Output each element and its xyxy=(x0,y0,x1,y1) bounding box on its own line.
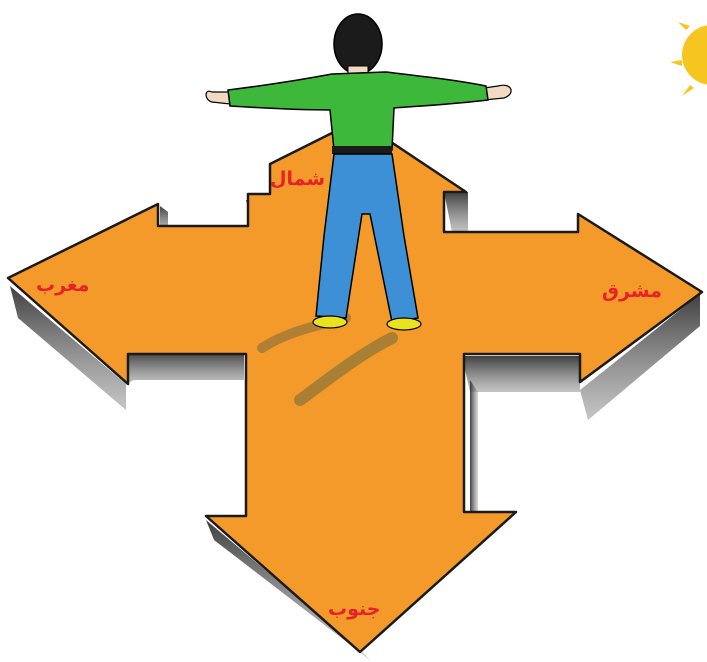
label-east: مشرق xyxy=(602,280,662,302)
label-west: مغرب xyxy=(36,274,89,296)
head xyxy=(334,14,382,74)
label-south: جنوب xyxy=(328,598,380,620)
sun-icon xyxy=(670,22,707,96)
right-shoe xyxy=(387,318,421,330)
left-shoe xyxy=(313,316,347,328)
label-north: شمال xyxy=(270,168,325,190)
shirt xyxy=(228,72,488,150)
